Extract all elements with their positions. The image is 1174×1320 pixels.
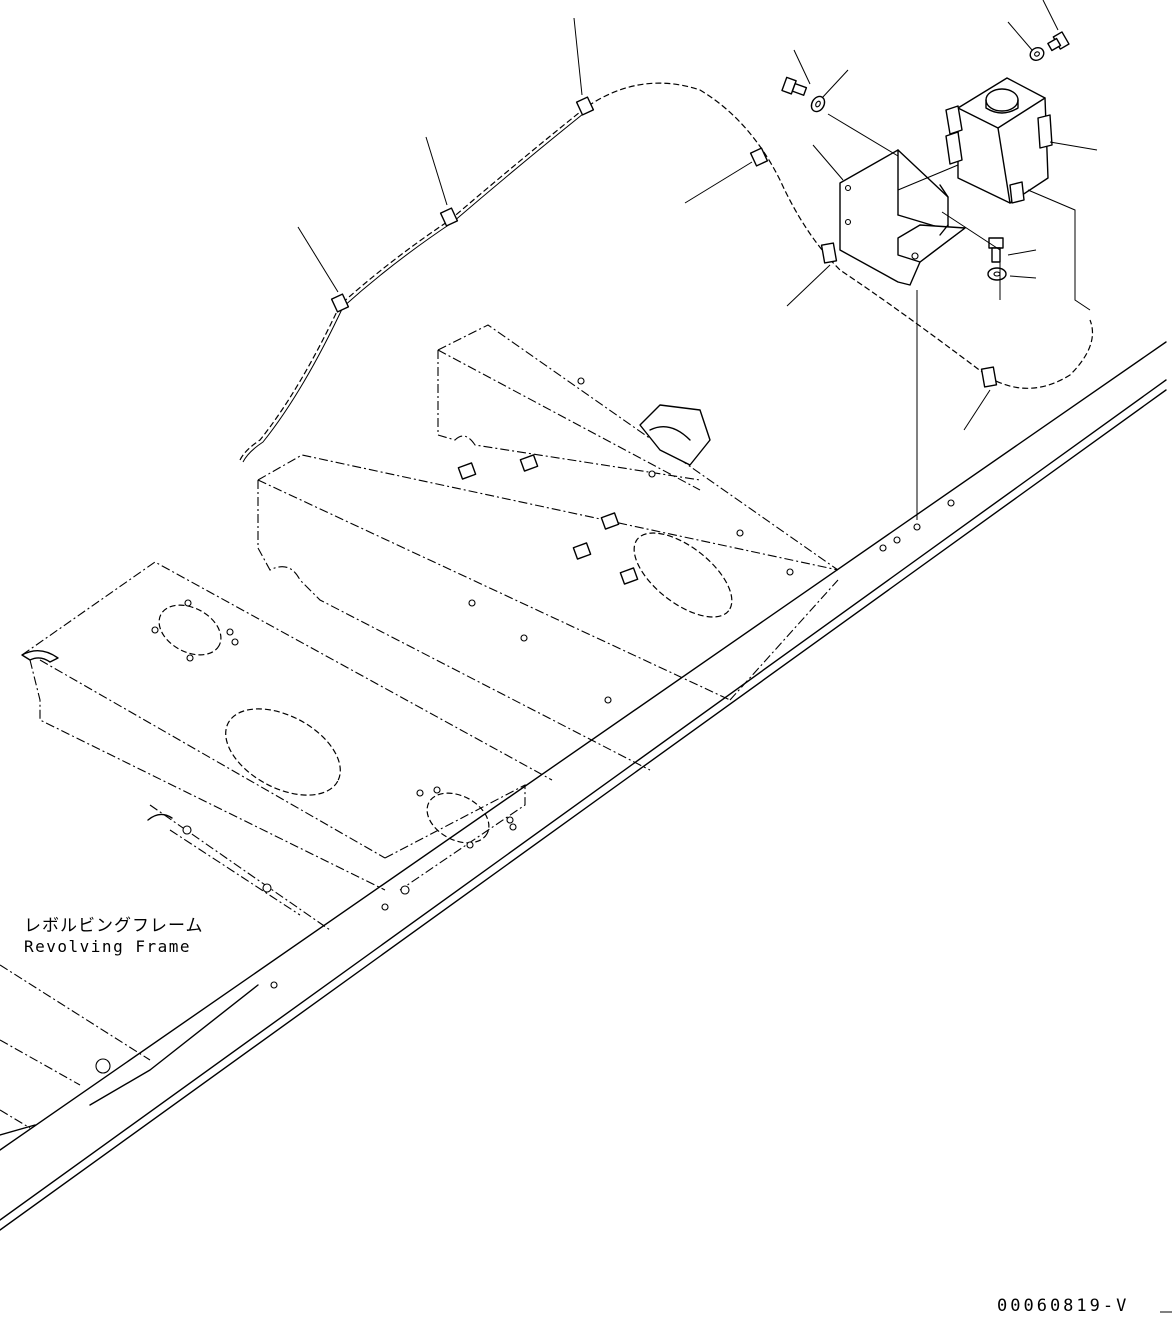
hose-clamp	[330, 293, 350, 313]
hose-clamp	[575, 96, 595, 116]
hose-clamp	[820, 242, 838, 264]
frame-beam-3	[437, 324, 839, 571]
part-name-jp: レボルビングフレーム	[24, 916, 204, 936]
washer	[987, 267, 1007, 281]
washer-tank	[945, 77, 1091, 311]
frame-beam-2	[257, 454, 839, 771]
hose-clamp	[980, 366, 998, 388]
drawing-code: 00060819-V	[997, 1296, 1129, 1316]
bolt	[988, 237, 1004, 263]
hose-clamps	[330, 96, 998, 388]
washer	[1029, 47, 1045, 61]
part-label: レボルビングフレーム Revolving Frame	[24, 916, 204, 956]
frame-side-rail	[0, 341, 1167, 1231]
part-name-en: Revolving Frame	[24, 937, 191, 956]
bolt	[781, 76, 808, 96]
hose-clamp	[439, 207, 459, 227]
fasteners	[781, 31, 1070, 281]
hose-clamp	[749, 147, 769, 167]
frame-mounting-holes	[879, 499, 955, 552]
leader-lines	[297, 0, 1098, 520]
washer	[810, 95, 826, 113]
bolt	[1047, 31, 1070, 52]
frame-deck-plate	[0, 903, 389, 1136]
frame-beam-1	[21, 561, 553, 931]
tank-bracket	[839, 149, 966, 286]
